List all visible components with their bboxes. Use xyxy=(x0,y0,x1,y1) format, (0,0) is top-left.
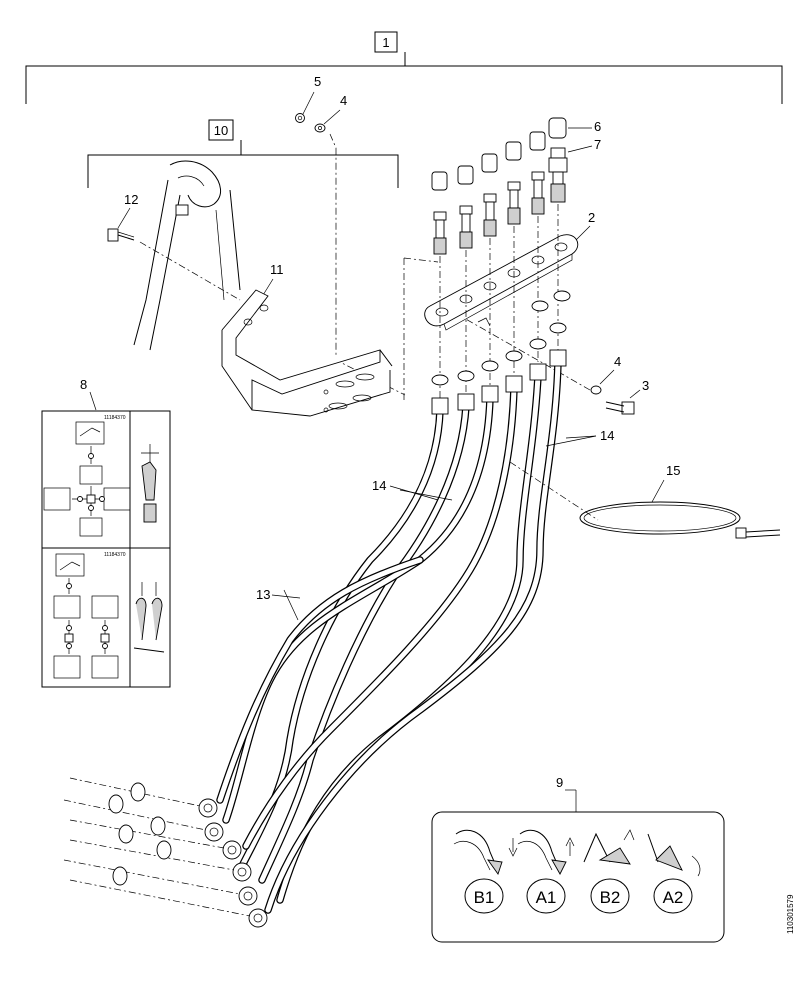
upper-hose-fittings xyxy=(431,349,567,415)
svg-text:11184370: 11184370 xyxy=(104,552,126,558)
svg-text:15: 15 xyxy=(666,463,680,478)
callout-13: 13 xyxy=(256,587,301,621)
bracket-11: 11 xyxy=(221,262,393,417)
lower-fittings xyxy=(63,777,251,917)
svg-text:11: 11 xyxy=(270,262,284,277)
svg-text:9: 9 xyxy=(556,775,563,790)
hose-set-13 xyxy=(236,402,470,884)
washer-4-top: 4 xyxy=(314,93,347,133)
svg-text:6: 6 xyxy=(594,119,601,134)
svg-text:A2: A2 xyxy=(663,888,684,907)
couplers-7: 6 7 xyxy=(431,117,601,255)
callout-14-right: 14 xyxy=(545,428,614,447)
svg-text:13: 13 xyxy=(256,587,270,602)
svg-text:7: 7 xyxy=(594,137,601,152)
svg-text:11184370: 11184370 xyxy=(104,415,126,421)
nut-5: 5 xyxy=(295,74,321,123)
svg-text:A1: A1 xyxy=(536,888,557,907)
bolt-12: 12 xyxy=(107,192,138,242)
jam-nuts xyxy=(431,290,571,386)
svg-text:12: 12 xyxy=(124,192,138,207)
hose-set-14 xyxy=(216,358,562,914)
svg-text:B2: B2 xyxy=(600,888,621,907)
svg-text:3: 3 xyxy=(642,378,649,393)
svg-text:4: 4 xyxy=(340,93,347,108)
svg-text:10: 10 xyxy=(214,123,228,138)
svg-text:8: 8 xyxy=(80,377,87,392)
svg-text:2: 2 xyxy=(588,210,595,225)
washer-4-right: 4 xyxy=(590,354,621,395)
mounting-plate-2: 2 xyxy=(424,210,595,331)
callout-1: 1 xyxy=(25,31,783,104)
lower-hose-elbows xyxy=(198,798,268,928)
svg-text:14: 14 xyxy=(372,478,386,493)
callout-10: 10 xyxy=(87,119,399,188)
callout-14-left: 14 xyxy=(372,478,453,501)
seat-support-frame xyxy=(133,160,241,351)
centerline-12 xyxy=(139,241,241,301)
svg-text:5: 5 xyxy=(314,74,321,89)
svg-text:14: 14 xyxy=(600,428,614,443)
bolt-3: 3 xyxy=(605,378,649,415)
cable-tie-15: 15 xyxy=(579,463,781,539)
svg-text:B1: B1 xyxy=(474,888,495,907)
drawing-code: 110301579 xyxy=(786,894,795,934)
decal-9: 9 B1 A1 B2 A2 xyxy=(431,775,725,943)
decal-8: 8 11184370 11184370 xyxy=(41,377,171,688)
svg-text:4: 4 xyxy=(614,354,621,369)
svg-text:1: 1 xyxy=(382,35,389,50)
